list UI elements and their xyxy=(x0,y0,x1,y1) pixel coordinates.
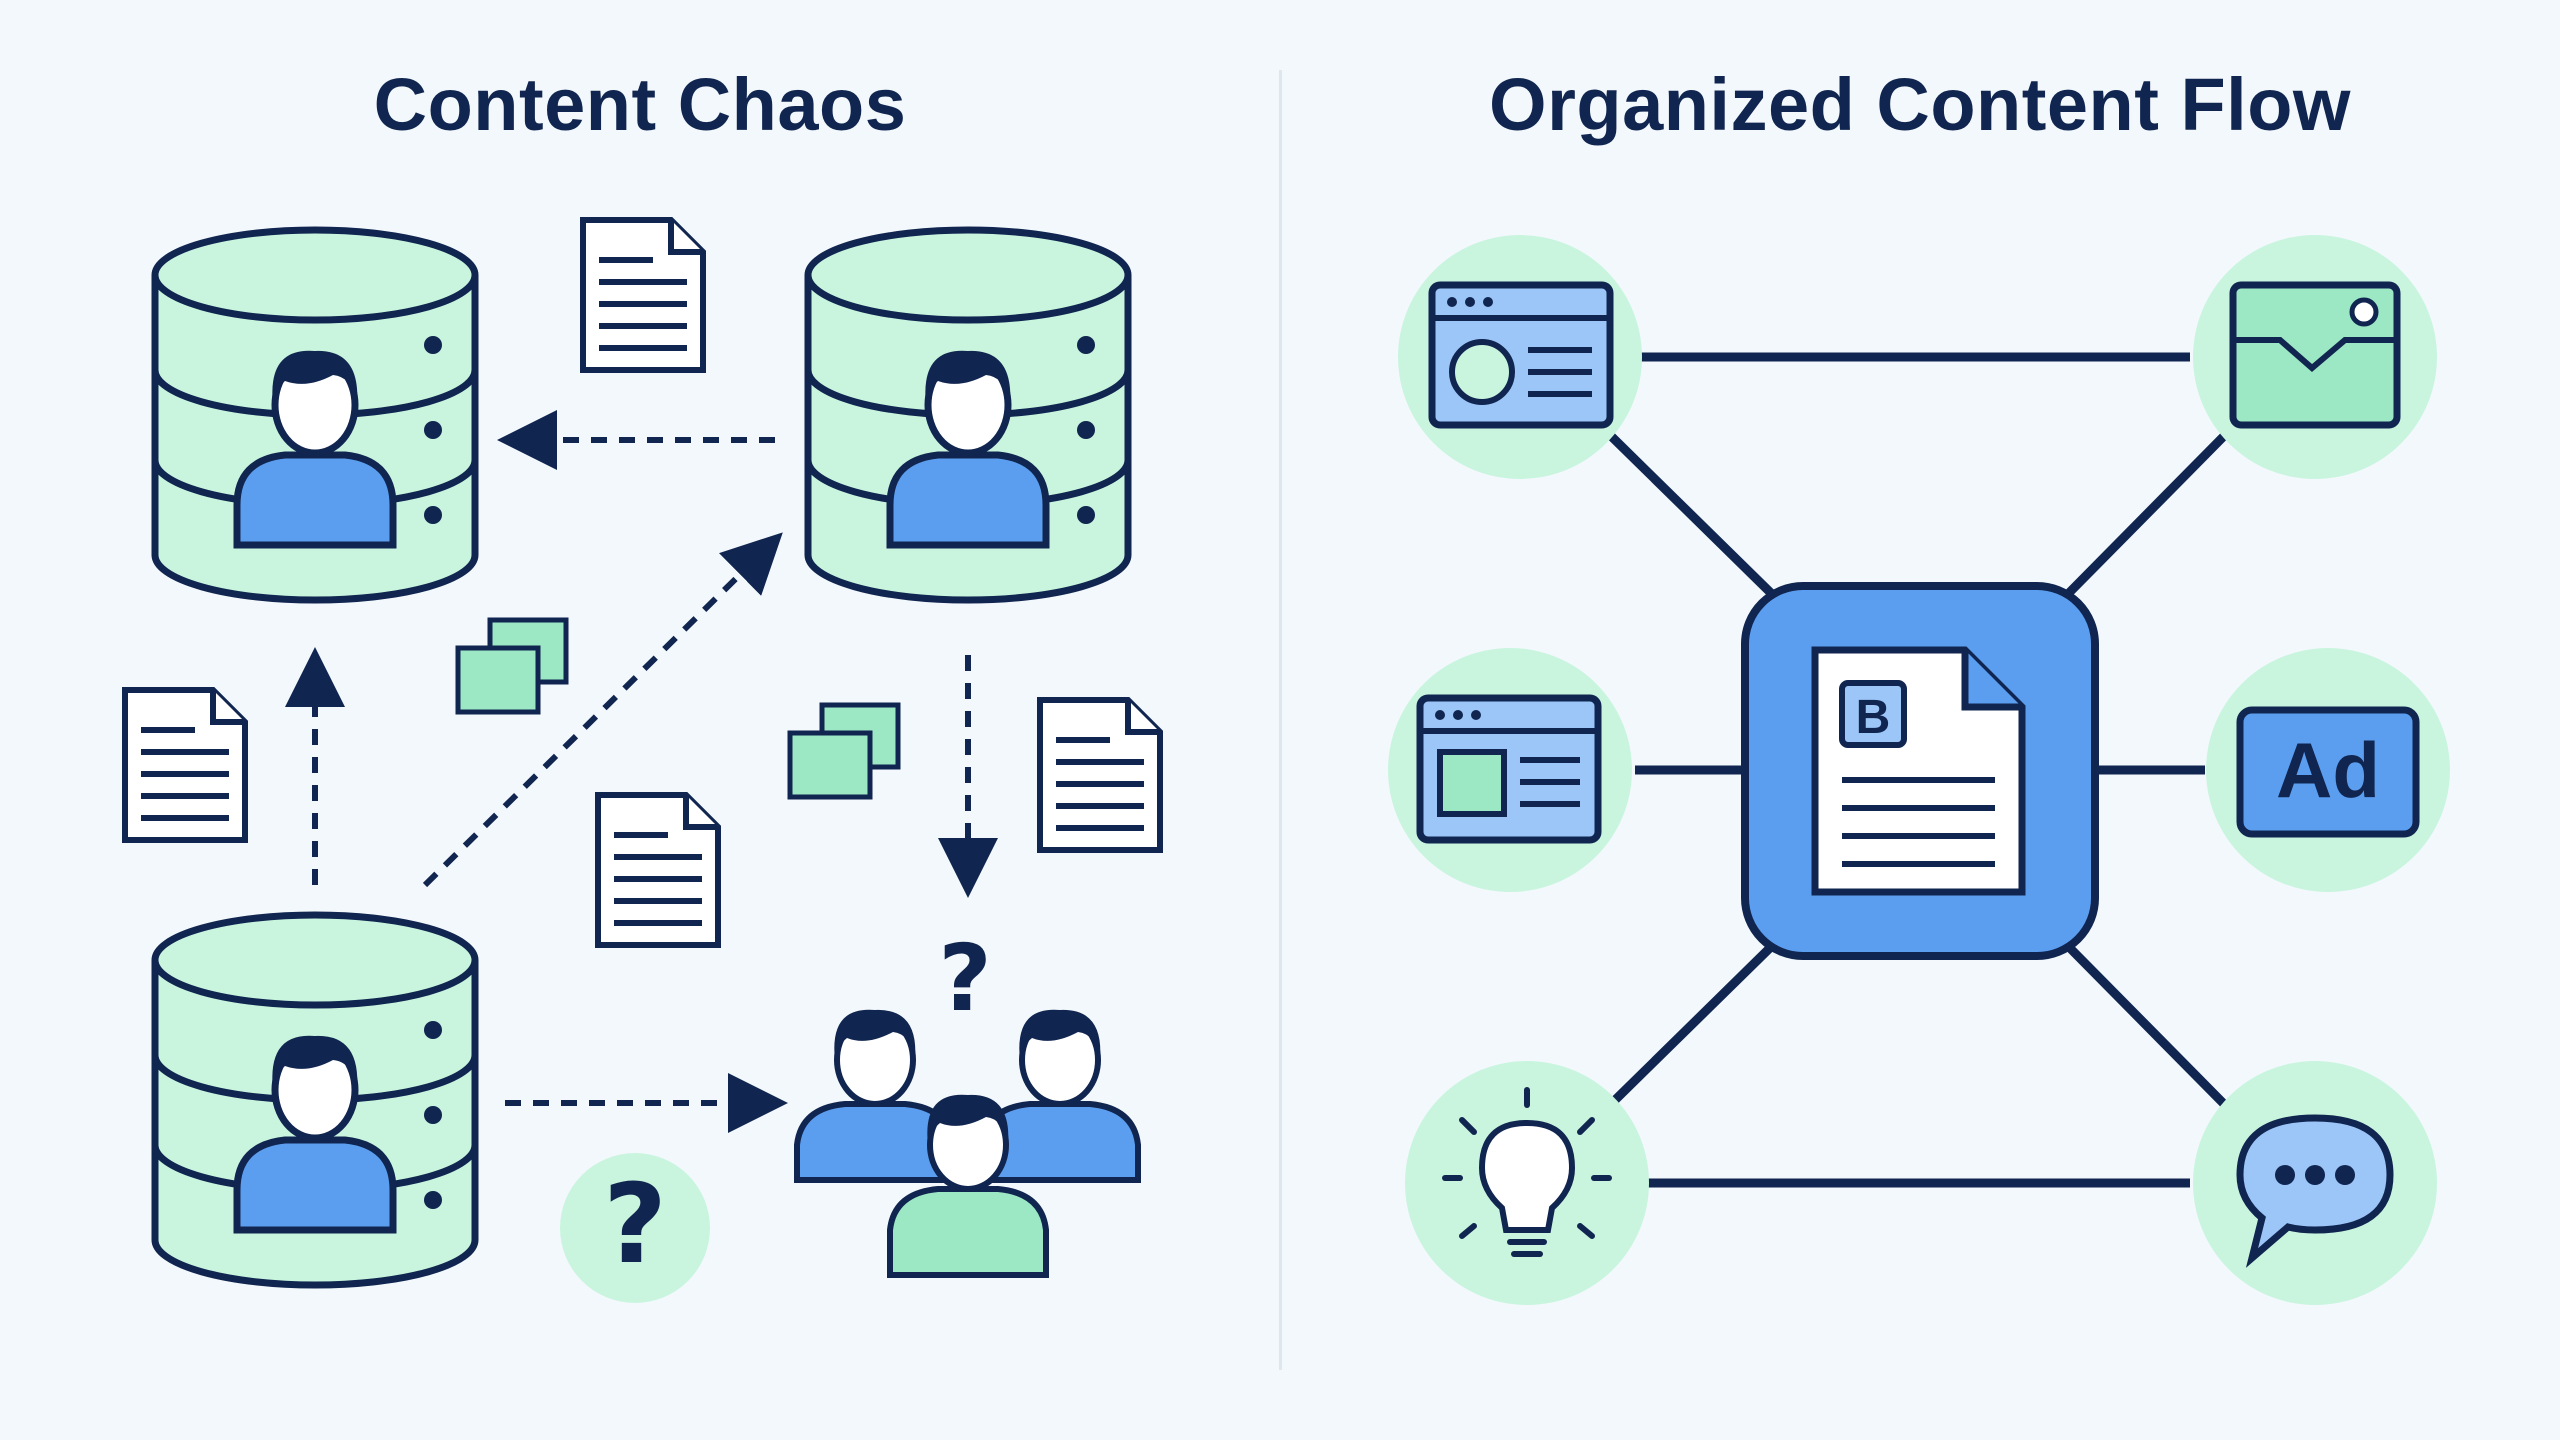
content-chaos-title: Content Chaos xyxy=(373,63,907,146)
connector-center-top-right xyxy=(2058,431,2229,604)
connector-center-bottom-right xyxy=(2058,936,2229,1109)
node-ad-right: Ad xyxy=(2206,648,2450,892)
image-icon xyxy=(2229,281,2401,429)
node-browser-top xyxy=(1398,235,1642,479)
question-badge: ? xyxy=(560,1153,710,1303)
question-icon: ? xyxy=(603,1160,667,1288)
organized-flow-title: Organized Content Flow xyxy=(1489,63,2351,146)
ad-icon: Ad xyxy=(2236,706,2420,838)
database-top-right xyxy=(808,230,1128,600)
content-chaos-panel: Content Chaos xyxy=(373,63,907,146)
lightbulb-icon xyxy=(1442,1087,1612,1257)
copies-icon xyxy=(790,705,898,797)
ad-label: Ad xyxy=(2276,726,2380,814)
center-doc-letter: B xyxy=(1856,691,1891,744)
document-icon xyxy=(1040,700,1160,850)
node-browser-left xyxy=(1388,648,1632,892)
browser-window-icon xyxy=(1416,694,1602,844)
document-icon xyxy=(598,795,718,945)
panel-divider xyxy=(1279,70,1282,1370)
node-chat-bottom xyxy=(2193,1061,2437,1305)
document-icon xyxy=(583,220,703,370)
copies-icon xyxy=(458,620,566,712)
content-hub: B xyxy=(1741,582,2099,960)
browser-window-icon xyxy=(1428,281,1614,429)
question-icon: ? xyxy=(938,925,991,1032)
connector-center-bottom-left xyxy=(1606,936,1782,1109)
connector-lines xyxy=(1606,352,2229,1188)
connector-center-top-left xyxy=(1606,431,1782,604)
database-bottom-left xyxy=(155,915,475,1285)
group-icon xyxy=(797,1010,1138,1278)
organized-flow-panel: Organized Content Flow xyxy=(1280,0,2560,1440)
chat-icon xyxy=(2236,1114,2394,1268)
center-document-icon: B xyxy=(1811,646,2026,896)
dashed-arrows xyxy=(285,410,998,1133)
node-image-top xyxy=(2193,235,2437,479)
node-idea-bottom xyxy=(1405,1061,1649,1305)
arrow-diagonal xyxy=(422,532,783,888)
database-top-left xyxy=(155,230,475,600)
document-icon xyxy=(125,690,245,840)
